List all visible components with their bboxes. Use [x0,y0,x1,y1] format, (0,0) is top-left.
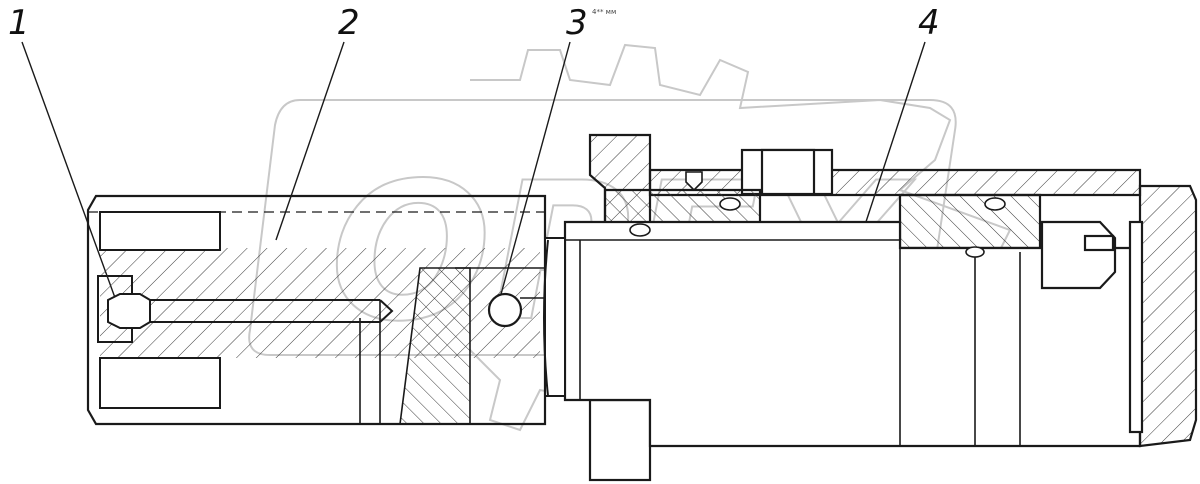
grease-fitting [685,171,703,192]
pin-circle [487,292,523,328]
cylinder-assembly [563,133,1198,482]
left-body-section [100,248,540,358]
left-body-slot-bottom [99,357,221,409]
grease-nipple [97,275,394,343]
flange-lower [588,398,652,482]
callout-1: 1 [8,3,30,43]
pin [455,267,546,328]
callout-2: 2 [338,3,360,43]
callout-4: 4 [918,3,940,43]
end-nut [1040,220,1117,290]
left-body [86,194,547,426]
left-body-outline [86,194,547,426]
small-mark: 4** мм [592,8,617,16]
rod [543,237,566,397]
callout-3: 3 [566,3,588,43]
leader-2 [275,41,345,241]
end-cap [1138,184,1198,448]
left-body-slot-top [99,211,221,251]
left-body-tail [399,267,471,425]
o-rings [629,197,1006,258]
piston-sleeve [898,193,1042,250]
